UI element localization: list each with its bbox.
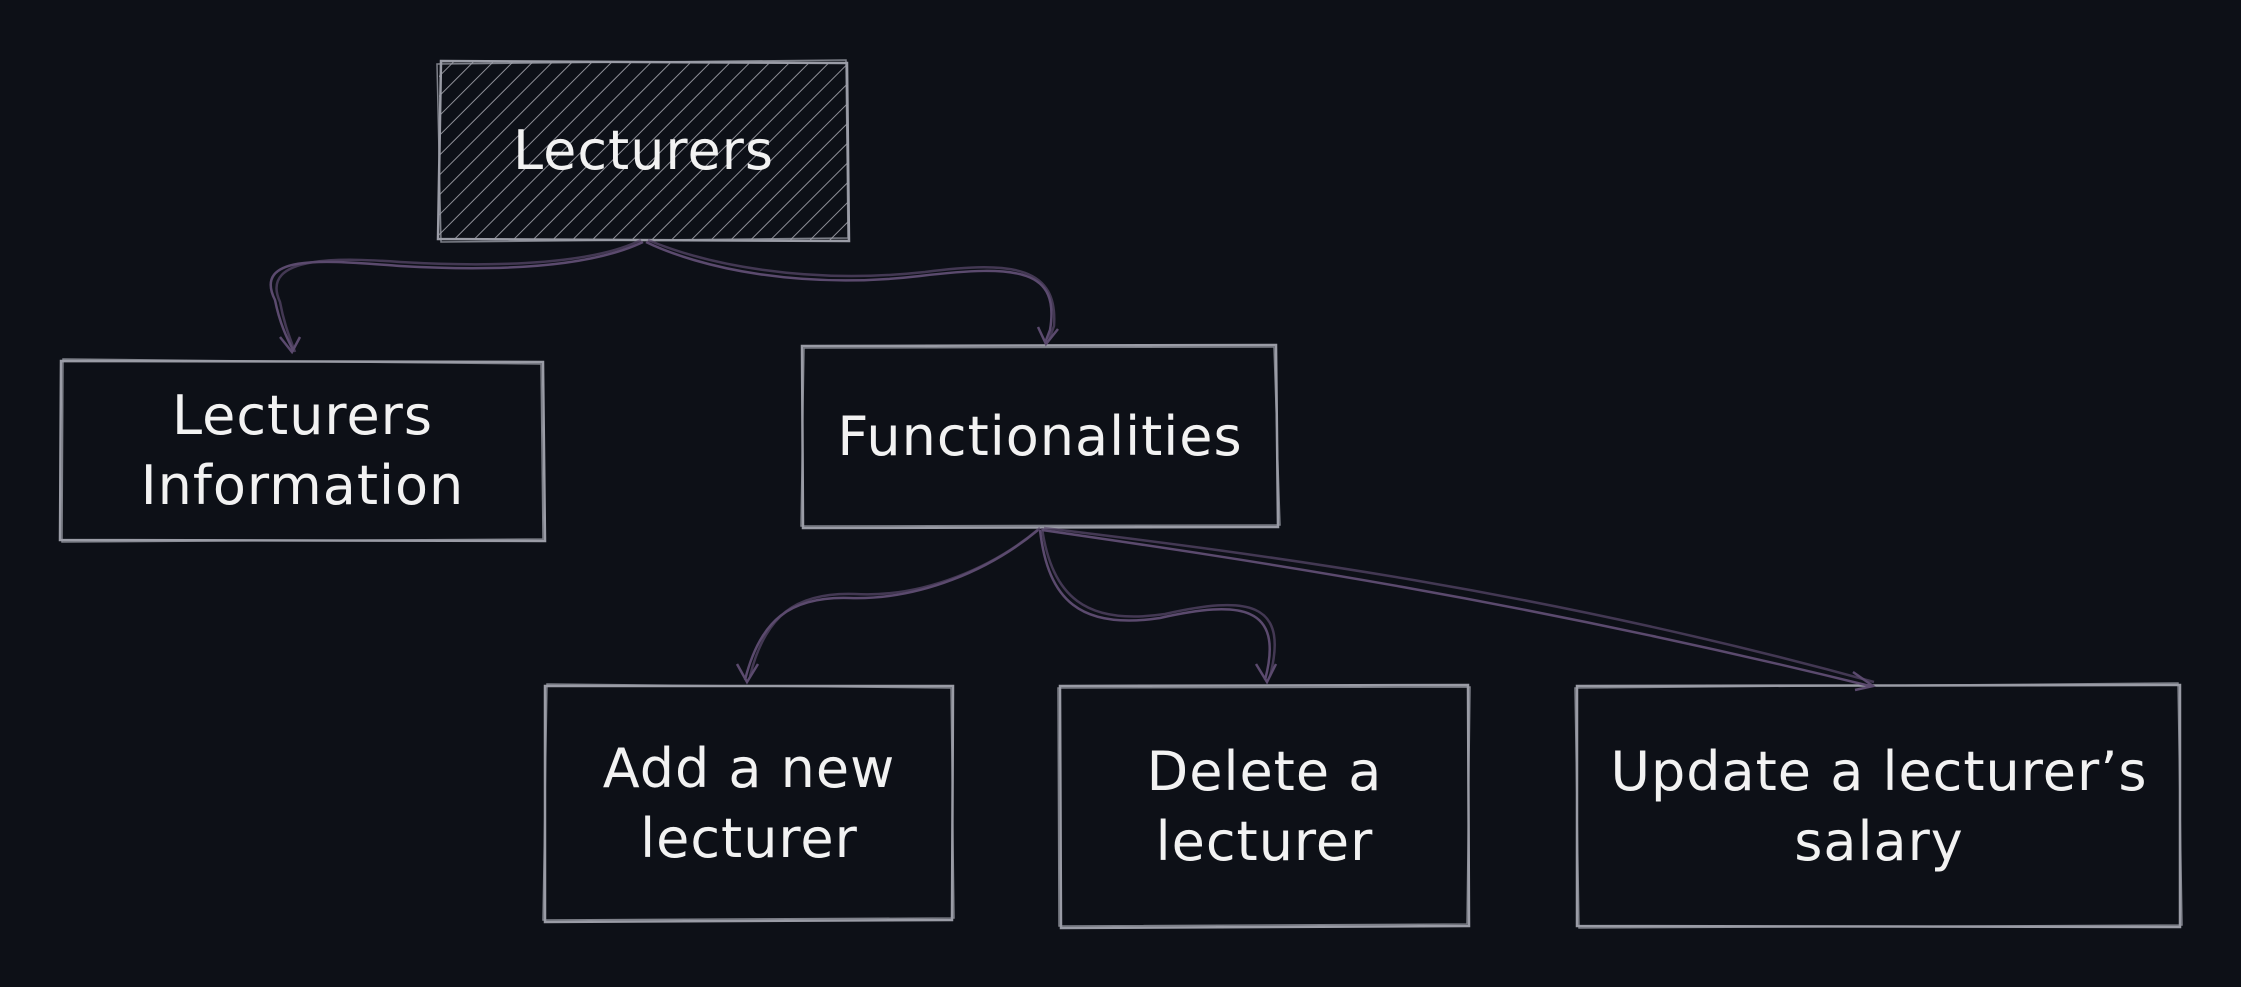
root-box bbox=[436, 59, 851, 243]
root-label-text: Lecturers bbox=[512, 119, 775, 182]
update-label-line2: salary bbox=[1794, 810, 1964, 873]
edge-root-functionalities bbox=[645, 238, 1059, 347]
edge-functionalities-delete bbox=[1038, 527, 1278, 685]
edge-root-info bbox=[269, 238, 644, 355]
info-label: Lecturers Information bbox=[61, 361, 544, 541]
delete-label-line2: lecturer bbox=[1155, 810, 1374, 873]
add-label-line1: Add a new bbox=[602, 737, 896, 800]
info-label-line1: Lecturers bbox=[171, 384, 434, 447]
functionalities-label-text: Functionalities bbox=[837, 405, 1243, 468]
delete-label: Delete a lecturer bbox=[1060, 686, 1469, 928]
delete-label-line1: Delete a bbox=[1146, 740, 1383, 803]
info-label-line2: Information bbox=[140, 454, 465, 517]
add-label: Add a new lecturer bbox=[545, 686, 953, 922]
functionalities-box bbox=[800, 343, 1281, 530]
add-box bbox=[542, 683, 955, 924]
update-label: Update a lecturer’s salary bbox=[1577, 686, 2181, 928]
root-label: Lecturers bbox=[439, 62, 848, 240]
add-label-line2: lecturer bbox=[640, 807, 858, 870]
functionalities-label: Functionalities bbox=[802, 346, 1278, 528]
delete-box bbox=[1057, 683, 1471, 930]
update-label-line1: Update a lecturer’s bbox=[1610, 740, 2148, 803]
edge-functionalities-update bbox=[1041, 526, 1877, 692]
edge-functionalities-add bbox=[735, 527, 1041, 685]
update-box bbox=[1574, 682, 2183, 929]
info-box bbox=[58, 358, 547, 543]
